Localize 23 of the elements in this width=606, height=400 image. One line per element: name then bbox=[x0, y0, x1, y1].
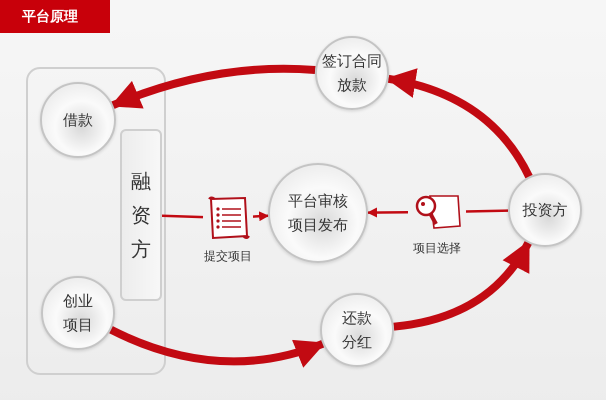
side-panel bbox=[120, 129, 162, 301]
node-label: 签订合同放款 bbox=[321, 51, 383, 96]
node-label: 还款分红 bbox=[341, 308, 373, 353]
arrow bbox=[386, 69, 533, 178]
icon-caption: 提交项目 bbox=[204, 248, 252, 265]
process-circle bbox=[508, 173, 582, 247]
process-circle bbox=[315, 36, 389, 110]
arrow bbox=[109, 326, 326, 368]
group-frame bbox=[26, 67, 166, 375]
arrow bbox=[252, 211, 270, 222]
icon-caption: 项目选择 bbox=[413, 240, 461, 257]
node-label: 借款 bbox=[63, 110, 93, 131]
node-label: 创业项目 bbox=[62, 291, 94, 336]
title-tab: 平台原理 bbox=[0, 0, 110, 33]
process-circle bbox=[320, 293, 394, 367]
arrow bbox=[367, 208, 408, 218]
node-label: 融资方 bbox=[131, 168, 151, 263]
arrow bbox=[110, 64, 316, 110]
process-circle bbox=[41, 276, 115, 350]
process-circle bbox=[40, 82, 116, 158]
node-label: 平台审核项目发布 bbox=[288, 191, 348, 236]
arrow bbox=[393, 240, 532, 331]
node-label: 投资方 bbox=[522, 200, 568, 221]
